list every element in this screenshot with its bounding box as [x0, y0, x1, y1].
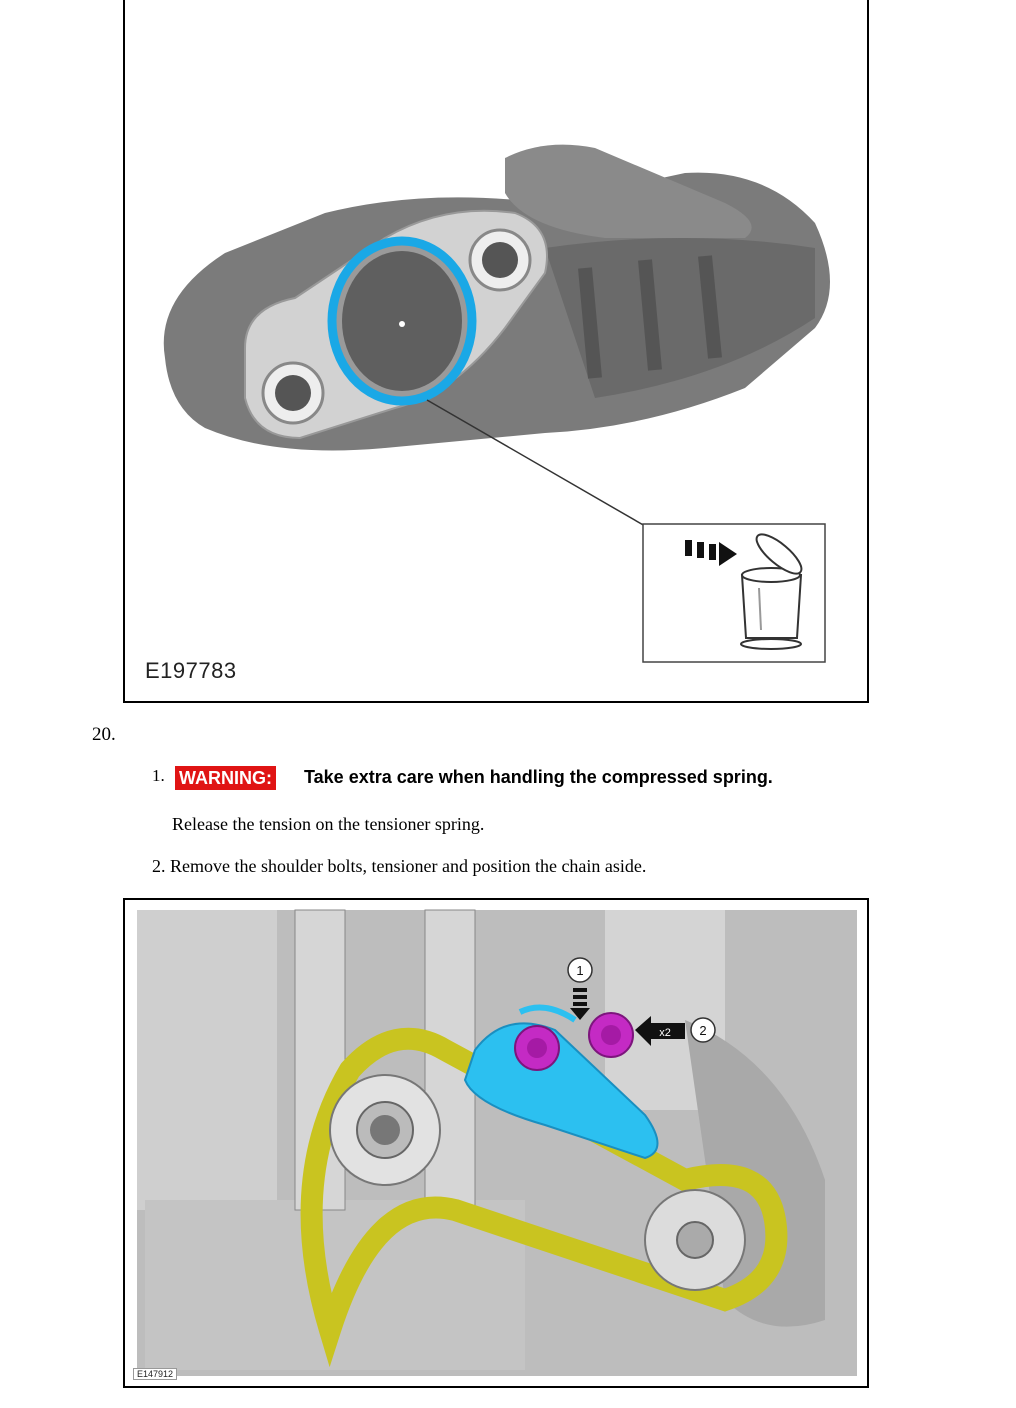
release-arrow-icon: [570, 1008, 590, 1020]
callout-1: 1: [576, 963, 583, 978]
remove-arrow-icon: [635, 1016, 685, 1046]
timing-chain-illustration: 1 x2 2: [137, 909, 857, 1376]
figure-tensioner-removal: 1 x2 2 E147912: [123, 898, 869, 1388]
oil-seal-highlight: [327, 236, 477, 406]
warning-text: Take extra care when handling the compre…: [304, 767, 773, 787]
substep-1-number: 1.: [152, 766, 165, 785]
multiplier-label: x2: [659, 1027, 671, 1039]
callout-1-circle: [567, 957, 593, 983]
step-number: 20.: [92, 724, 116, 745]
callout-2-circle: [690, 1017, 716, 1043]
substep-2: 2. Remove the shoulder bolts, tensioner …: [152, 856, 646, 877]
callout-2: 2: [699, 1023, 706, 1038]
figure-id-label: E147912: [133, 1368, 178, 1380]
discard-in-bin-icon: [685, 533, 803, 650]
tensioner-highlight: [463, 1022, 659, 1160]
substep-2-number: 2.: [152, 856, 166, 876]
substep-1-body: Release the tension on the tensioner spr…: [172, 814, 485, 834]
warning-badge: WARNING:: [175, 766, 276, 790]
timing-chain-highlight: [300, 1027, 788, 1368]
substep-2-body: Remove the shoulder bolts, tensioner and…: [170, 856, 647, 876]
tensioner-housing-illustration: [163, 144, 830, 663]
figure-seal-discard: E197783: [123, 0, 869, 703]
figure-id-label: E197783: [145, 658, 237, 683]
